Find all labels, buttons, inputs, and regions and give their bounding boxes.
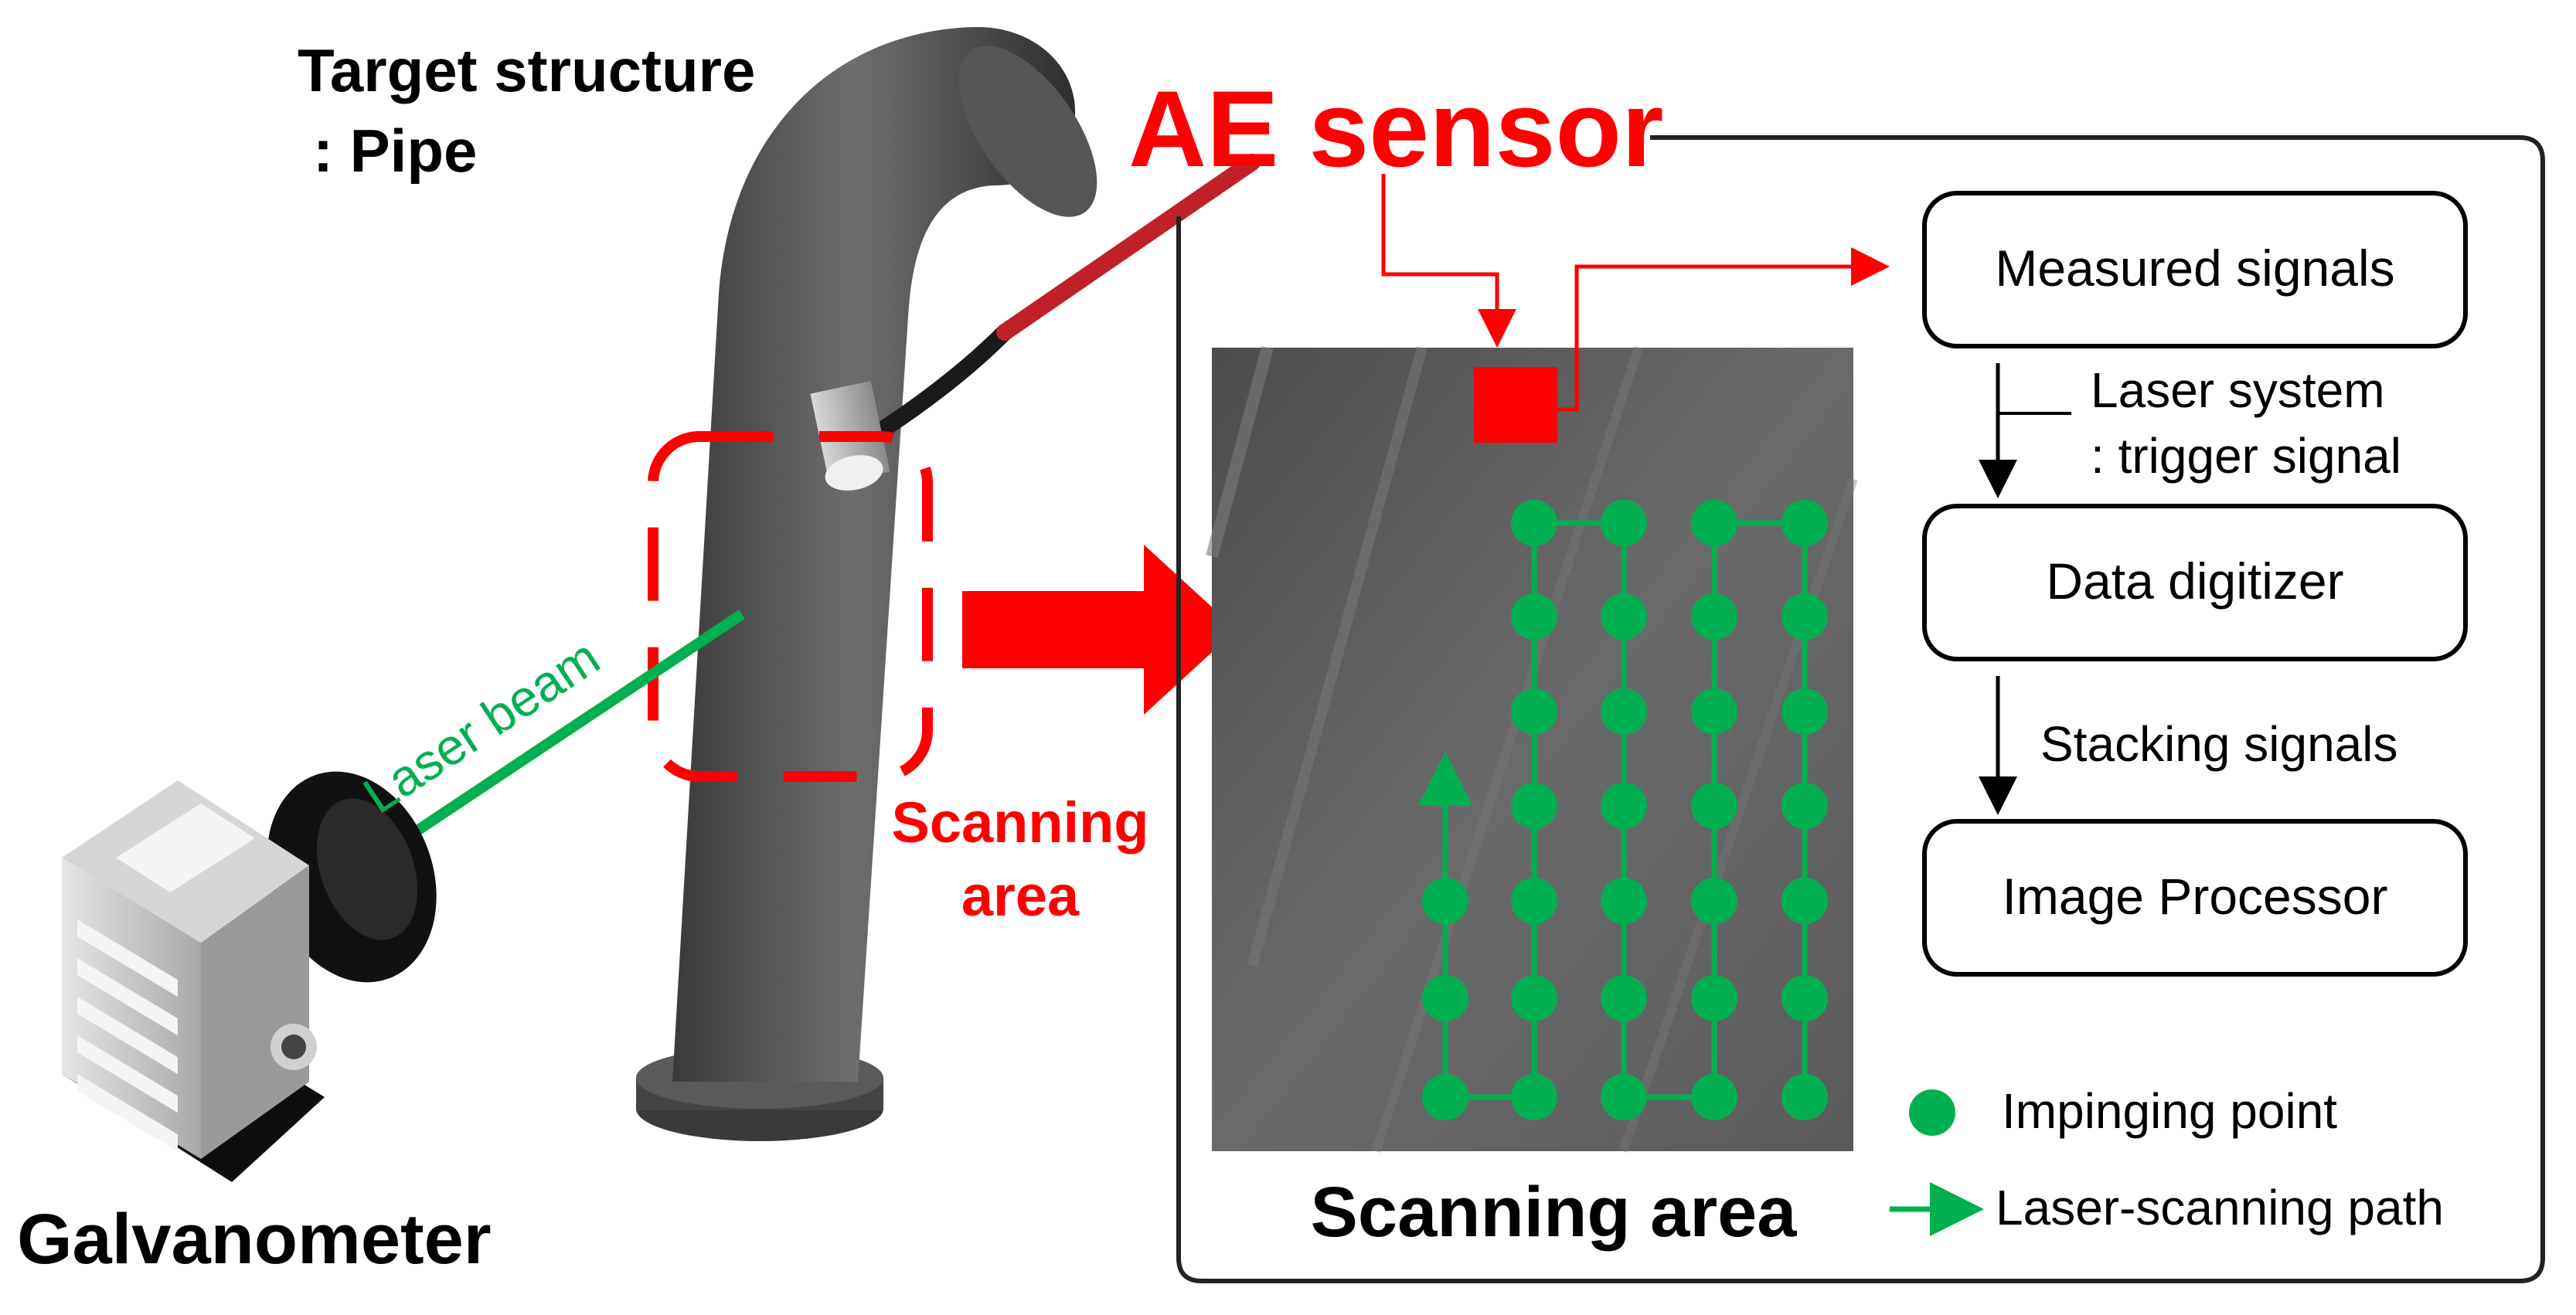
- impinging-point: [1601, 975, 1647, 1021]
- impinging-point: [1601, 593, 1647, 640]
- impinging-point: [1601, 1074, 1647, 1120]
- galvanometer-label: Galvanometer: [17, 1200, 492, 1279]
- impinging-point-legend-label: Impinging point: [2002, 1083, 2337, 1139]
- scanning-area-side-label-2: area: [961, 864, 1080, 928]
- impinging-point: [1781, 1074, 1828, 1120]
- scan-grid: [1418, 500, 1828, 1120]
- detail-panel-frame: [1176, 135, 2545, 1283]
- impinging-point: [1691, 1074, 1737, 1120]
- trigger-signal-label: : trigger signal: [2091, 428, 2401, 484]
- pipe: [636, 26, 1097, 1141]
- galvanometer-device: [62, 771, 437, 1182]
- image-processor-box: [1922, 819, 2468, 977]
- measured-signals-label: Measured signals: [1995, 240, 2394, 297]
- impinging-point: [1422, 1074, 1468, 1120]
- impinging-point: [1601, 878, 1647, 924]
- impinging-point: [1601, 688, 1647, 735]
- impinging-point: [1781, 593, 1828, 640]
- data-digitizer-box: [1922, 504, 2468, 661]
- impinging-point: [1422, 878, 1468, 924]
- ae-sensor-label: AE sensor: [1128, 68, 1663, 189]
- impinging-point: [1781, 878, 1828, 924]
- impinging-point: [1601, 500, 1647, 546]
- laser-beam-line: [391, 610, 745, 851]
- laser-path-legend-label: Laser-scanning path: [1996, 1180, 2444, 1235]
- stacking-signals-label: Stacking signals: [2040, 716, 2397, 772]
- data-digitizer-label: Data digitizer: [2046, 552, 2343, 610]
- image-processor-label: Image Processor: [2003, 868, 2388, 925]
- pipe-scanning-area-outline: [648, 431, 933, 782]
- scanning-area-caption: Scanning area: [1311, 1173, 1798, 1252]
- measured-signals-box: [1922, 191, 2468, 348]
- impinging-point: [1781, 975, 1828, 1021]
- impinging-point: [1511, 688, 1557, 735]
- ae-sensor-device: [810, 154, 1261, 491]
- target-structure-label: Target structure: [298, 36, 755, 104]
- ae-sensor-marker: [1474, 367, 1557, 443]
- impinging-point: [1511, 593, 1557, 640]
- impinging-point: [1781, 500, 1828, 546]
- big-arrow-icon: [962, 545, 1237, 715]
- impinging-point: [1511, 878, 1557, 924]
- impinging-point: [1781, 783, 1828, 829]
- impinging-point: [1511, 783, 1557, 829]
- impinging-point: [1511, 975, 1557, 1021]
- impinging-point: [1691, 500, 1737, 546]
- impinging-point: [1691, 975, 1737, 1021]
- impinging-point: [1601, 783, 1647, 829]
- laser-system-label: Laser system: [2091, 362, 2385, 418]
- impinging-point: [1511, 1074, 1557, 1120]
- impinging-point-legend-icon: [1909, 1089, 1955, 1136]
- sensor-to-image-arrow: [1381, 174, 1516, 348]
- impinging-point: [1781, 688, 1828, 735]
- impinging-point: [1691, 688, 1737, 735]
- pipe-label: : Pipe: [313, 117, 477, 185]
- sensor-to-signals-arrow: [1557, 247, 1890, 412]
- impinging-point: [1691, 593, 1737, 640]
- scanning-area-side-label-1: Scanning: [891, 790, 1148, 855]
- impinging-point: [1691, 878, 1737, 924]
- impinging-point: [1691, 783, 1737, 829]
- impinging-point: [1422, 975, 1468, 1021]
- impinging-point: [1511, 500, 1557, 546]
